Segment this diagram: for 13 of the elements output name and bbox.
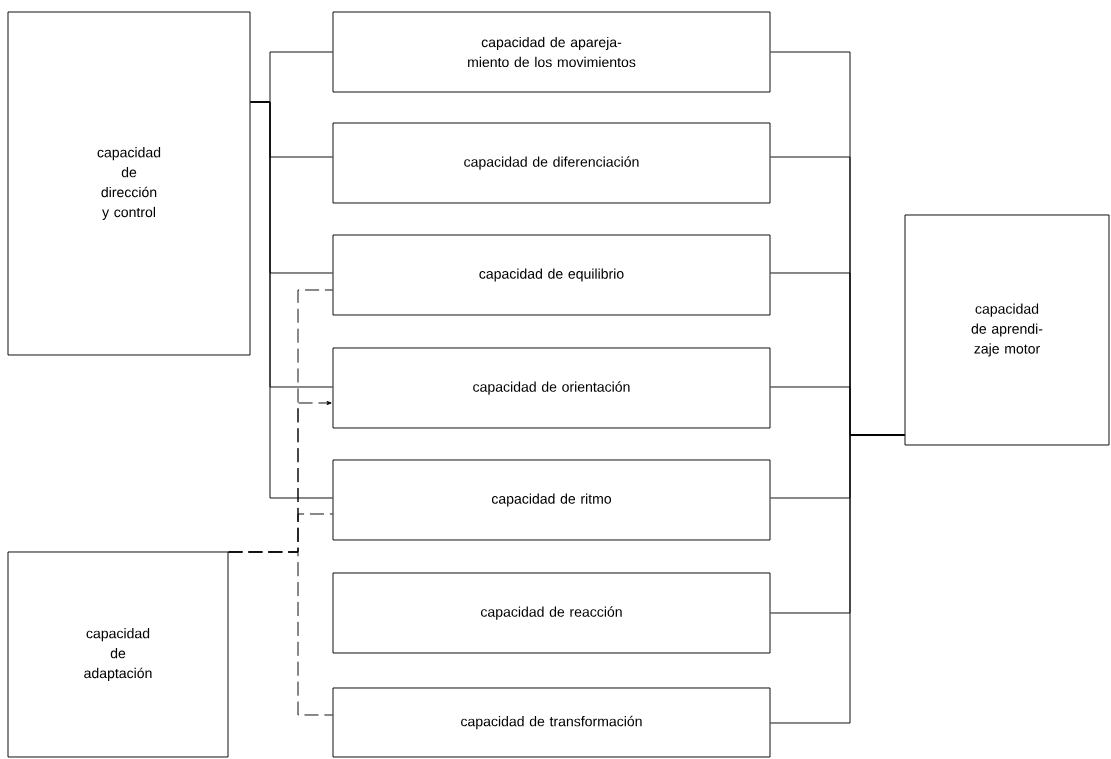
connector-line bbox=[770, 434, 905, 724]
text-box: capacidad de ritmo bbox=[332, 459, 771, 541]
text-box: capacidad de equilibrio bbox=[332, 234, 771, 316]
text-box: capacidad de dirección y control bbox=[7, 11, 251, 356]
text-box: capacidad de diferenciación bbox=[332, 122, 771, 204]
text-box: capacidad de adaptación bbox=[7, 551, 229, 758]
text-box: capacidad de orientación bbox=[332, 347, 771, 429]
connector-line bbox=[250, 101, 333, 499]
text-box: capacidad de reacción bbox=[332, 572, 771, 654]
connector-line bbox=[228, 551, 333, 716]
text-box: capacidad de aprendi- zaje motor bbox=[904, 214, 1110, 446]
text-box: capacidad de transformación bbox=[332, 687, 771, 758]
text-box: capacidad de apareja- miento de los movimientos bbox=[332, 11, 771, 93]
